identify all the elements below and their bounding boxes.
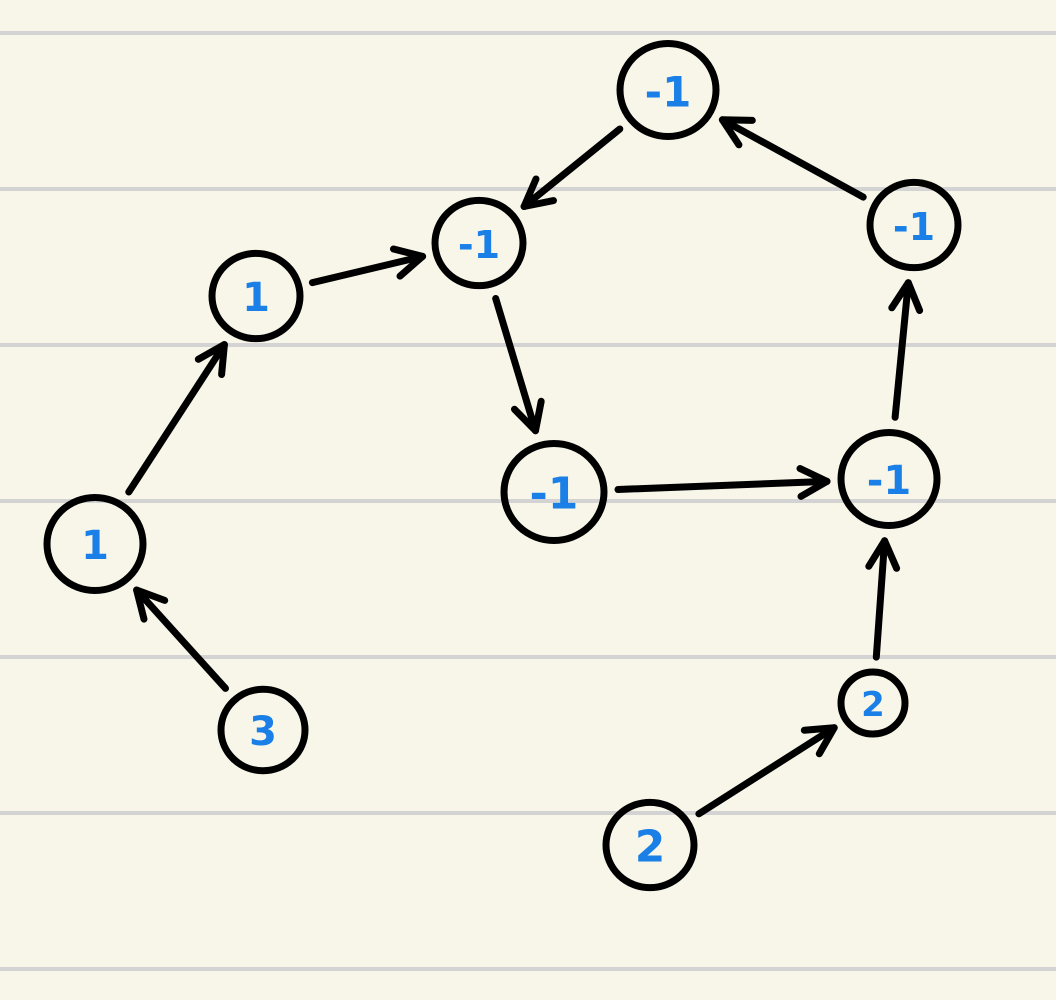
graph-node: -1 [866, 178, 962, 272]
arrowhead [511, 397, 545, 435]
node-label: 1 [242, 275, 270, 321]
edge-line [520, 125, 624, 210]
node-circle [208, 249, 304, 343]
node-label: 3 [249, 709, 277, 755]
node-circle [500, 440, 608, 544]
edge-line [492, 295, 539, 435]
graph-node: -1 [500, 440, 608, 544]
edge-line [125, 341, 228, 496]
graph-node: 2 [837, 668, 909, 738]
graph-edges [125, 116, 924, 818]
edge-line [695, 724, 838, 818]
node-circle [616, 39, 720, 141]
graph-edge-arrow [520, 125, 624, 210]
node-label: -1 [530, 469, 579, 520]
arrowhead [194, 341, 228, 378]
arrowhead [800, 724, 838, 758]
graph-nodes: 3 1 1 -1 -1 -1 -1 -1 2 2 [43, 39, 962, 892]
node-circle [217, 685, 309, 775]
arrowhead [865, 537, 901, 572]
edge-line [718, 116, 867, 201]
edge-line [872, 537, 889, 661]
node-label: -1 [645, 68, 692, 117]
graph-node: -1 [431, 196, 527, 290]
graph-edge-arrow [125, 341, 228, 496]
graph-node: 2 [602, 798, 698, 892]
graph-edge-arrow [718, 116, 867, 201]
graph-edge-arrow [888, 279, 924, 421]
node-label: -1 [867, 458, 911, 504]
edge-line [614, 477, 831, 493]
graph-node: 1 [43, 493, 147, 595]
graph-edge-arrow [308, 245, 427, 287]
graph-edge-arrow [133, 586, 229, 692]
graph-edge-arrow [695, 724, 838, 818]
graph-edge-arrow [492, 295, 545, 435]
node-circle [43, 493, 147, 595]
graph-node: -1 [837, 428, 941, 530]
arrowhead [796, 465, 831, 500]
edge-line [133, 586, 229, 692]
edge-line [308, 252, 427, 287]
node-label: -1 [893, 205, 935, 249]
graph-edge-arrow [614, 465, 831, 500]
node-circle [431, 196, 527, 290]
arrowhead [133, 586, 169, 623]
graph-edge-arrow [865, 537, 901, 661]
edge-line [891, 279, 912, 421]
node-label: -1 [458, 223, 500, 267]
node-circle [602, 798, 698, 892]
graph-node: 1 [208, 249, 304, 343]
node-circle [866, 178, 962, 272]
arrowhead [718, 116, 756, 149]
node-circle [837, 668, 909, 738]
node-label: 1 [81, 523, 109, 569]
ruled-lines [0, 31, 1056, 971]
node-circle [837, 428, 941, 530]
arrowhead [390, 245, 427, 280]
graph-node: -1 [616, 39, 720, 141]
graph-node: 3 [217, 685, 309, 775]
node-label: 2 [635, 822, 666, 873]
arrowhead [888, 279, 924, 314]
arrowhead [520, 175, 557, 210]
node-label: 2 [861, 685, 885, 725]
